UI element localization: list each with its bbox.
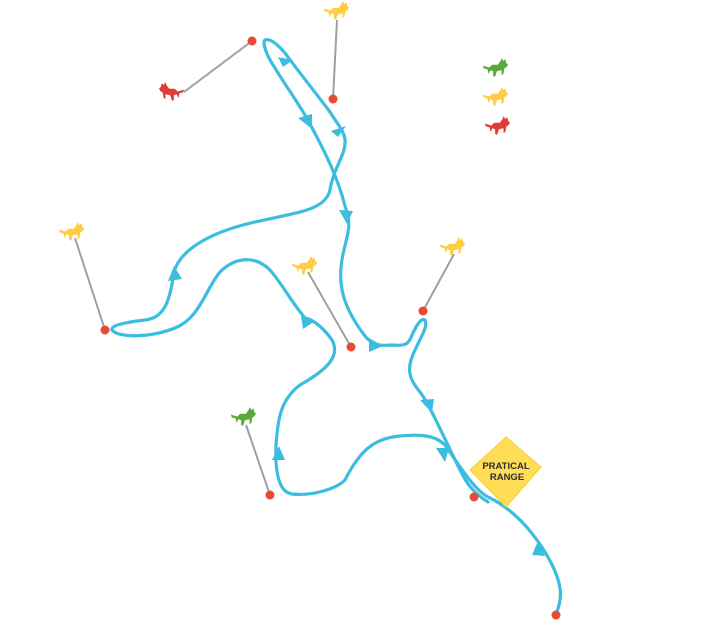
arrow-7: [298, 114, 312, 129]
range-label-line2: RANGE: [490, 472, 524, 483]
fox-icon[interactable]: [230, 407, 257, 426]
arrow-1: [532, 541, 545, 556]
legend: [482, 58, 511, 135]
waypoint-dot[interactable]: [328, 94, 338, 104]
pin-line-m1: [183, 40, 253, 93]
range-diamond: [469, 436, 542, 508]
arrow-2: [436, 448, 449, 462]
route-path: [110, 38, 563, 616]
direction-arrows: [168, 57, 545, 556]
fox-icon[interactable]: [439, 237, 466, 256]
waypoint-dot[interactable]: [551, 610, 561, 620]
fox-icon[interactable]: [291, 256, 318, 275]
pin-line-m2: [332, 19, 338, 100]
waypoint-dot[interactable]: [247, 36, 257, 46]
waypoint-dot[interactable]: [418, 306, 428, 316]
fox-icon[interactable]: [58, 222, 85, 241]
arrow-10: [369, 338, 383, 352]
arrow-3: [272, 446, 285, 460]
markers: [58, 1, 466, 426]
arrow-8: [331, 126, 346, 137]
waypoint-dot[interactable]: [469, 492, 479, 502]
range-badge: PRATICAL RANGE: [469, 436, 542, 508]
fox-icon[interactable]: [158, 82, 185, 101]
fox-icon[interactable]: [323, 1, 350, 20]
pin-line-m6: [245, 424, 271, 496]
arrow-6: [278, 57, 293, 67]
pin-line-m4: [307, 271, 352, 348]
arrow-4: [301, 316, 315, 329]
waypoint-dot[interactable]: [265, 490, 275, 500]
pin-line-m5: [422, 253, 455, 312]
range-label-line1: PRATICAL: [482, 461, 530, 472]
waypoint-dot[interactable]: [346, 342, 356, 352]
arrow-5: [168, 266, 182, 281]
pin-line-m3: [74, 237, 106, 331]
arrow-11: [420, 399, 434, 413]
fox-icon: [484, 116, 511, 135]
fox-icon: [482, 58, 509, 77]
arrow-9: [339, 210, 353, 224]
waypoint-dot[interactable]: [100, 325, 110, 335]
pins: [74, 19, 455, 496]
fox-icon: [482, 87, 509, 106]
waypoints: [100, 36, 561, 620]
